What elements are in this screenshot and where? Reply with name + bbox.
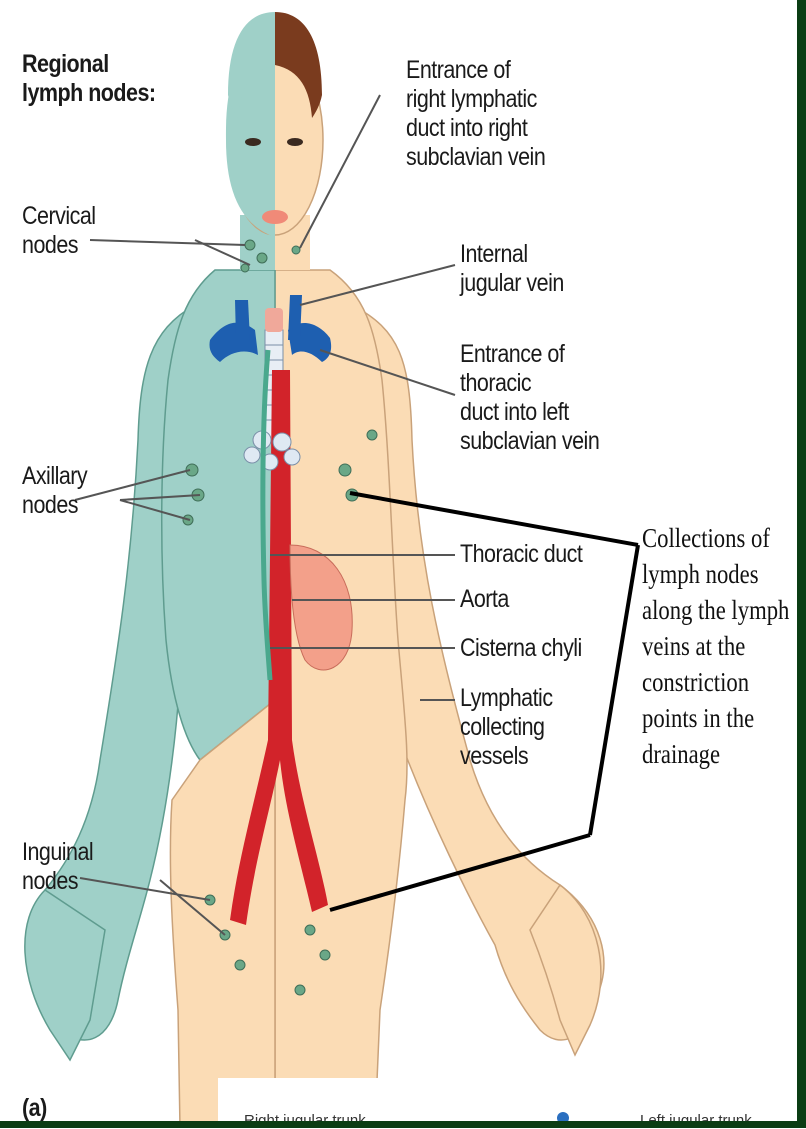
label-line: Cervical	[22, 202, 96, 231]
label-line: subclavian vein	[460, 427, 599, 456]
annotation-line: along the lymph	[642, 592, 789, 628]
label-line: collecting	[460, 713, 553, 742]
label-lymphatic-collecting-vessels: Lymphatic collecting vessels	[460, 684, 553, 771]
label-line: right lymphatic	[406, 85, 545, 114]
frame-border-bottom	[0, 1121, 806, 1128]
annotation-line: Collections of	[642, 520, 789, 556]
annotation-line: lymph nodes	[642, 556, 789, 592]
heading: Regional lymph nodes:	[22, 50, 156, 108]
annotation-line: drainage	[642, 736, 789, 772]
annotation-line: veins at the	[642, 628, 789, 664]
label-line: jugular vein	[460, 269, 564, 298]
label-inguinal-nodes: Inguinal nodes	[22, 838, 93, 896]
label-entrance-thoracic-duct: Entrance of thoracic duct into left subc…	[460, 340, 599, 456]
frame-border-right	[797, 0, 806, 1128]
label-axillary-nodes: Axillary nodes	[22, 462, 87, 520]
label-line: nodes	[22, 867, 93, 896]
label-line: duct into left	[460, 398, 599, 427]
heading-line1: Regional	[22, 50, 156, 79]
label-line: Internal	[460, 240, 564, 269]
label-line: subclavian vein	[406, 143, 545, 172]
label-line: Entrance of	[460, 340, 599, 369]
label-line: Lymphatic	[460, 684, 553, 713]
label-line: Axillary	[22, 462, 87, 491]
label-line: thoracic	[460, 369, 599, 398]
label-line: nodes	[22, 491, 87, 520]
annotation-line: constriction	[642, 664, 789, 700]
annotation-collections: Collections of lymph nodes along the lym…	[642, 520, 789, 772]
label-line: vessels	[460, 742, 553, 771]
label-line: duct into right	[406, 114, 545, 143]
label-line: nodes	[22, 231, 96, 260]
label-entrance-right-lymphatic-duct: Entrance of right lymphatic duct into ri…	[406, 56, 545, 172]
label-line: Entrance of	[406, 56, 545, 85]
label-thoracic-duct: Thoracic duct	[460, 540, 582, 569]
annotation-line: points in the	[642, 700, 789, 736]
label-cervical-nodes: Cervical nodes	[22, 202, 96, 260]
label-internal-jugular-vein: Internal jugular vein	[460, 240, 564, 298]
label-aorta: Aorta	[460, 585, 509, 614]
panel-letter: (a)	[22, 1094, 47, 1123]
heading-line2: lymph nodes:	[22, 79, 156, 108]
label-cisterna-chyli: Cisterna chyli	[460, 634, 582, 663]
label-line: Inguinal	[22, 838, 93, 867]
